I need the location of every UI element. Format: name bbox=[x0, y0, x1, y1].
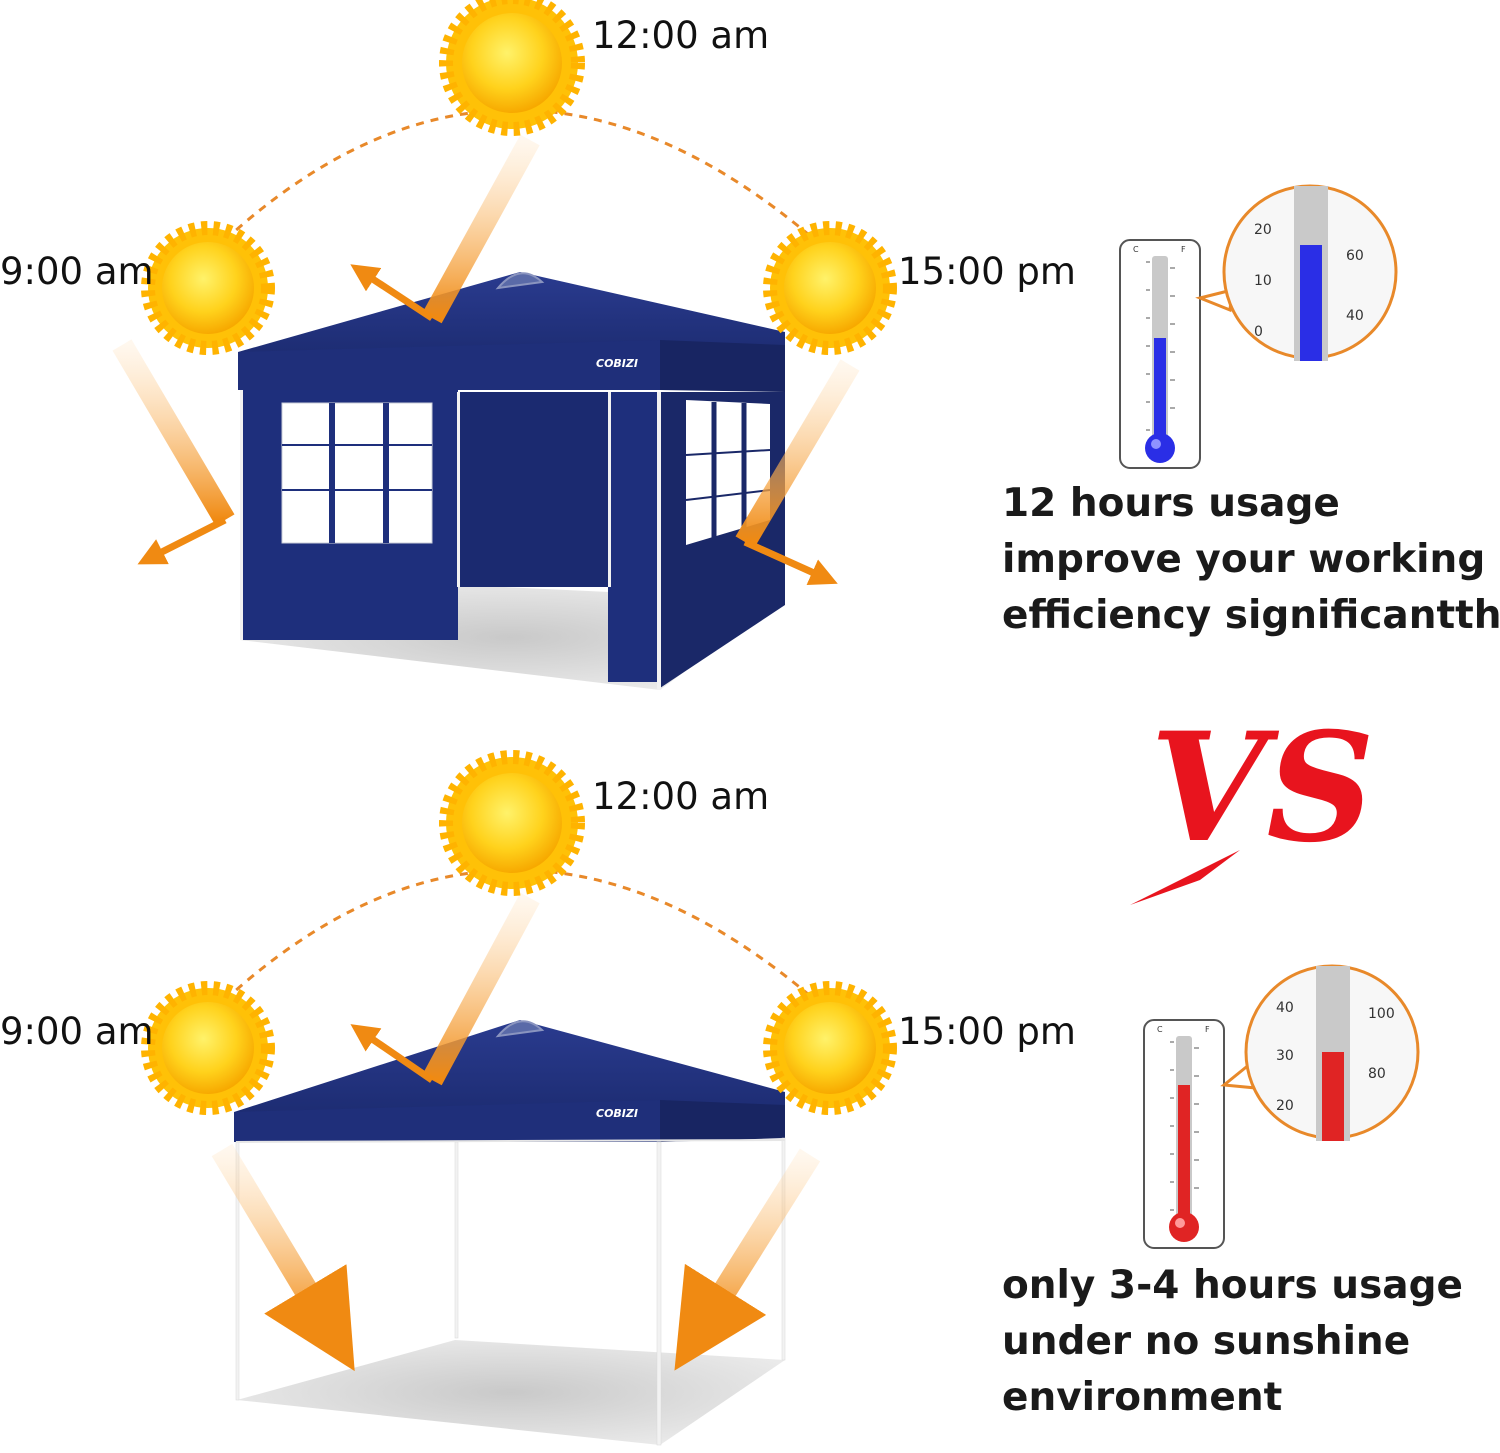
svg-text:80: 80 bbox=[1368, 1066, 1386, 1082]
time-label-noon: 12:00 am bbox=[592, 775, 770, 818]
ground-shadow bbox=[237, 1340, 785, 1445]
unit-fahrenheit: F bbox=[1181, 245, 1186, 254]
unit-celsius: C bbox=[1133, 245, 1139, 254]
sun-icon bbox=[439, 0, 585, 136]
caption-line: only 3-4 hours usage bbox=[1002, 1263, 1463, 1308]
caption-line: environment bbox=[1002, 1375, 1283, 1420]
brand-logo: COBIZI bbox=[596, 1107, 638, 1120]
sun-rays bbox=[112, 134, 860, 586]
top-scene: COBIZI bbox=[112, 0, 897, 690]
tent-with-sidewalls: COBIZI bbox=[238, 272, 785, 690]
sun-icon bbox=[763, 981, 897, 1115]
time-label-afternoon: 15:00 pm bbox=[898, 250, 1076, 293]
unit-fahrenheit: F bbox=[1205, 1025, 1210, 1034]
caption-without-sidewalls: only 3-4 hours usage under no sunshine e… bbox=[1002, 1258, 1463, 1426]
brand-logo: COBIZI bbox=[596, 357, 638, 370]
caption-line: efficiency significantthy bbox=[1002, 593, 1500, 638]
svg-text:10: 10 bbox=[1254, 273, 1272, 289]
svg-text:100: 100 bbox=[1368, 1006, 1395, 1022]
unit-celsius: C bbox=[1157, 1025, 1163, 1034]
svg-text:30: 30 bbox=[1276, 1048, 1294, 1064]
time-label-morning: 9:00 am bbox=[0, 250, 154, 293]
svg-text:60: 60 bbox=[1346, 248, 1364, 264]
sun-icon bbox=[141, 221, 275, 355]
thermometer-cool-icon: C F 20 10 0 60 40 bbox=[1119, 184, 1398, 469]
thermometer-hot-icon: C F 40 30 20 100 80 bbox=[1143, 964, 1420, 1249]
svg-text:20: 20 bbox=[1254, 222, 1272, 238]
sun-icon bbox=[141, 981, 275, 1115]
sun-icon bbox=[439, 750, 585, 896]
vs-mark: VS bbox=[1130, 700, 1375, 905]
caption-line: improve your working bbox=[1002, 537, 1486, 582]
time-label-morning: 9:00 am bbox=[0, 1010, 154, 1053]
sun-icon bbox=[763, 221, 897, 355]
front-window bbox=[281, 402, 433, 544]
svg-text:20: 20 bbox=[1276, 1098, 1294, 1114]
sun-rays bbox=[211, 892, 821, 1372]
tent-without-sidewalls: COBIZI bbox=[234, 1020, 786, 1446]
time-label-noon: 12:00 am bbox=[592, 14, 770, 57]
caption-line: 12 hours usage bbox=[1002, 481, 1340, 526]
vs-label: VS bbox=[1150, 700, 1375, 876]
caption-line: under no sunshine bbox=[1002, 1319, 1411, 1364]
svg-text:40: 40 bbox=[1276, 1000, 1294, 1016]
svg-text:0: 0 bbox=[1254, 324, 1263, 340]
svg-text:40: 40 bbox=[1346, 308, 1364, 324]
time-label-afternoon: 15:00 pm bbox=[898, 1010, 1076, 1053]
side-window bbox=[685, 400, 771, 545]
bottom-scene: COBIZI bbox=[141, 750, 897, 1446]
caption-with-sidewalls: 12 hours usage improve your working effi… bbox=[1002, 476, 1500, 644]
